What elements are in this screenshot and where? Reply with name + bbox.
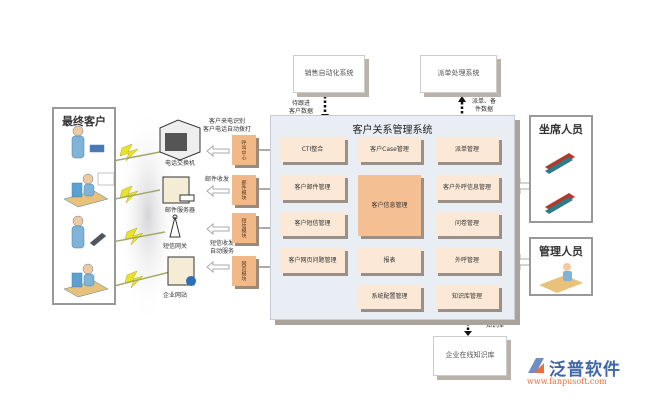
module-outbound-info: 客户外呼信息管理 — [435, 175, 499, 200]
module-cti: CTI整合 — [280, 137, 345, 162]
channel-module: 呼叫中心 — [232, 135, 256, 165]
lightning-icons — [119, 143, 144, 289]
device-label: 企业网站 — [162, 292, 187, 299]
channel-note: 邮件收发 — [204, 176, 229, 183]
fanpu-logo: 泛普软件 www.fanpusoft.com — [525, 355, 645, 387]
module-sms: 客户短信管理 — [280, 212, 345, 236]
channel-module: 短信模块 — [232, 213, 256, 243]
dashed-flows — [323, 96, 470, 332]
module-customer-info: 客户信息管理 — [358, 175, 421, 236]
managers-panel: 管理人员 — [529, 237, 593, 296]
agents-title: 坐席人员 — [539, 123, 583, 136]
module-config: 系统配置管理 — [358, 285, 421, 309]
dispatch-processing-system: 派单处理系统 — [420, 55, 497, 93]
device-label: 邮件服务器 — [164, 207, 195, 214]
module-survey: 问卷管理 — [435, 212, 499, 236]
person-web-icon — [63, 263, 109, 298]
channel-note: 客户来电识别 客户电话自动拨打 — [202, 118, 251, 133]
phone-switch-icon — [159, 119, 201, 161]
managers-title: 管理人员 — [539, 245, 583, 258]
channel-module: 网页模块 — [232, 256, 256, 286]
device-label: 短信网关 — [162, 243, 187, 250]
mail-server-icon — [162, 176, 195, 204]
device-label: 电话交换机 — [164, 160, 195, 167]
person-mobile-icon — [71, 215, 107, 249]
logo-url: www.fanpusoft.com — [527, 377, 607, 386]
module-dispatch: 派单管理 — [435, 137, 499, 162]
logo-name: 泛普软件 — [549, 360, 621, 380]
crm-title: 客户关系管理系统 — [352, 125, 433, 136]
lightning-icon — [119, 143, 139, 162]
person-computer-email-icon — [63, 172, 115, 208]
customer-icons — [63, 125, 115, 298]
module-email: 客户邮件管理 — [280, 175, 345, 200]
web-server-icon — [167, 256, 196, 286]
kb-flow-label: 知识库 — [485, 322, 504, 329]
device-icons — [159, 119, 201, 286]
sms-gateway-icon — [169, 214, 181, 238]
seats-icon — [545, 193, 575, 214]
sales-automation-system: 销售自动化系统 — [293, 55, 365, 93]
channel-note: 短信收发 自动服务 — [209, 240, 234, 255]
module-outbound: 外呼管理 — [435, 248, 499, 273]
manager-desk-icon — [539, 263, 583, 293]
module-web: 客户网页问题管理 — [280, 248, 345, 273]
cloud-glow — [118, 105, 178, 325]
agent-seats-icon — [545, 153, 575, 214]
module-case: 客户Case管理 — [358, 137, 421, 162]
online-knowledge-base: 企业在线知识库 — [433, 336, 507, 376]
module-report: 报表 — [358, 248, 421, 273]
module-kb: 知识库管理 — [435, 285, 499, 309]
logo-mark-icon — [528, 358, 544, 373]
seats-icon — [545, 153, 575, 174]
person-phone-icon — [71, 125, 105, 159]
channel-module: 邮件模块 — [232, 175, 256, 205]
dispatch-flow-label: 派单、备 件数据 — [471, 98, 496, 113]
sfa-flow-label: 待跟进 客户数据 — [288, 100, 313, 115]
end-customers-title: 最终客户 — [62, 115, 106, 128]
agents-panel: 坐席人员 — [529, 115, 593, 223]
